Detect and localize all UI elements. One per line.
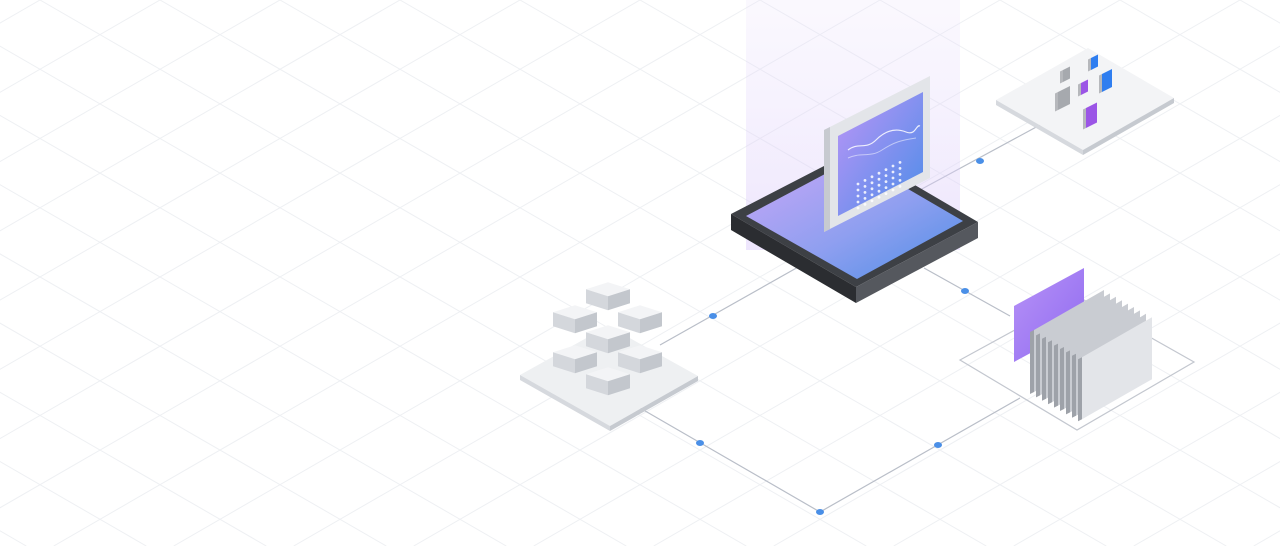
screen-dot xyxy=(884,174,888,178)
screen-dot xyxy=(877,195,881,199)
screen-dot xyxy=(884,192,888,196)
grid-line xyxy=(39,0,987,546)
screen-dot xyxy=(898,167,902,170)
grid-line xyxy=(279,0,1227,546)
grid-line xyxy=(533,114,1280,546)
screen-dot xyxy=(863,185,867,188)
drive-slab xyxy=(1078,317,1152,422)
screen-dot xyxy=(898,161,902,164)
app-tile xyxy=(1083,102,1097,130)
grid-line xyxy=(1119,0,1280,93)
grid-line xyxy=(893,322,1280,546)
grid-line xyxy=(0,0,881,509)
grid-line xyxy=(0,0,281,163)
server-cubes-icon xyxy=(520,282,698,431)
app-tile xyxy=(1055,86,1070,112)
grid-line xyxy=(0,253,507,546)
screen-dot xyxy=(863,191,867,194)
screen-dot xyxy=(877,171,881,175)
grid-line xyxy=(0,391,267,546)
cube xyxy=(553,345,597,374)
connector-dot xyxy=(934,442,942,448)
screen-dot xyxy=(891,170,895,174)
screen-dot xyxy=(863,203,867,206)
screen-dot xyxy=(891,182,895,186)
storage-drive-icon xyxy=(1014,268,1152,422)
grid-line xyxy=(0,0,521,301)
grid-line xyxy=(0,45,867,546)
cube xyxy=(586,325,630,354)
screen-dot xyxy=(856,188,860,192)
grid-line xyxy=(519,0,1280,440)
app-tiles-icon xyxy=(996,48,1174,155)
screen-wave-line xyxy=(847,125,921,151)
app-tile xyxy=(1099,69,1112,94)
screen-dot xyxy=(870,181,874,185)
screen-dot xyxy=(898,185,902,188)
grid-line xyxy=(0,114,747,546)
app-tile xyxy=(1060,66,1070,84)
screen-dot xyxy=(870,193,874,197)
screen-dot xyxy=(884,168,888,172)
cube xyxy=(586,367,630,396)
grid-line xyxy=(0,0,761,440)
screen-dot xyxy=(856,200,860,204)
grid-line xyxy=(773,253,1280,546)
screen-dot xyxy=(856,206,860,210)
grid-line xyxy=(0,322,387,546)
screen-dot xyxy=(870,199,874,203)
screen-dot xyxy=(898,179,902,182)
connector-dot xyxy=(976,158,984,164)
grid-line xyxy=(159,0,1107,546)
screen-dot xyxy=(870,175,874,179)
grid-line xyxy=(1013,391,1280,546)
screen-dot xyxy=(891,176,895,180)
app-tile xyxy=(1078,79,1088,97)
screen-dot xyxy=(891,188,895,192)
grid-line xyxy=(0,184,627,546)
screen-dot xyxy=(870,187,874,191)
screen-dot-grid xyxy=(856,161,902,210)
connector-dot xyxy=(696,440,704,446)
app-tile xyxy=(1088,54,1098,72)
connector-dots xyxy=(696,158,984,515)
screen-dot xyxy=(884,180,888,184)
grid-line xyxy=(0,0,161,93)
screen-dot xyxy=(863,179,867,182)
screen-dot xyxy=(863,197,867,200)
screen-dot xyxy=(877,189,881,193)
connector-bottom-loop xyxy=(639,397,1021,513)
monitor-dashboard-icon xyxy=(731,76,978,303)
cube xyxy=(618,305,662,334)
connector-dot xyxy=(709,313,717,319)
grid-line xyxy=(173,0,1121,546)
screen-dot xyxy=(856,194,860,198)
screen-dot xyxy=(891,164,895,168)
cube xyxy=(553,305,597,334)
screen-dot xyxy=(877,183,881,187)
screen-dot xyxy=(856,182,860,186)
connector-dot xyxy=(961,288,969,294)
screen-dot xyxy=(884,186,888,190)
cube xyxy=(618,345,662,374)
connector-dot xyxy=(816,509,824,515)
grid-line xyxy=(0,0,401,232)
connector-cubes-to-monitor xyxy=(659,265,801,346)
grid-line xyxy=(653,184,1280,546)
grid-line xyxy=(0,0,641,370)
cube xyxy=(586,282,630,311)
screen-dot xyxy=(898,173,902,176)
screen-dot xyxy=(877,177,881,181)
